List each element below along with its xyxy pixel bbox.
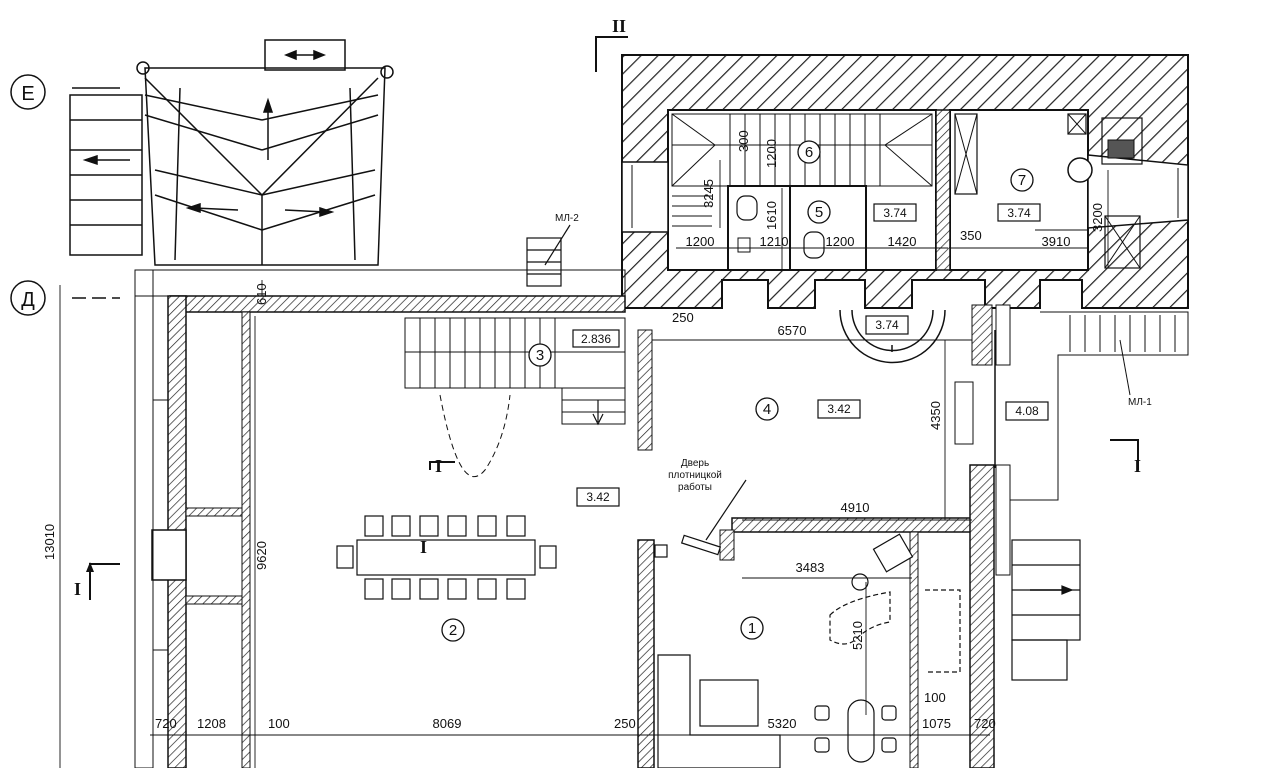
room-4-number: 4 [763, 401, 771, 418]
door-label-line-1: Дверь [681, 458, 709, 469]
dimension-lines [59, 118, 1109, 768]
stair-arrows [82, 49, 335, 218]
dim-4350: 4350 [928, 401, 943, 430]
height-room-7: 3.74 [1007, 206, 1031, 220]
dim-1208: 1208 [197, 716, 226, 731]
height-boxes [572, 203, 1049, 507]
axis-d-marker [10, 280, 46, 316]
entrance-stair [69, 39, 394, 266]
dim-8069: 8069 [433, 716, 462, 731]
dim-3910: 3910 [1042, 234, 1071, 249]
dim-4910: 4910 [841, 500, 870, 515]
axis-e-marker [10, 74, 46, 110]
axis-e-label: Е [21, 83, 34, 105]
room-3-number: 3 [536, 347, 544, 364]
dim-250-top: 250 [672, 310, 694, 325]
room-circles [441, 140, 1034, 642]
room-7-number: 7 [1018, 172, 1026, 189]
room-5-number: 5 [815, 204, 823, 221]
dim-1200-vertical: 1200 [764, 139, 779, 168]
section-i-left-label: I [74, 579, 81, 599]
dining-table [336, 515, 557, 600]
dim-5320: 5320 [768, 716, 797, 731]
dim-1420: 1420 [888, 234, 917, 249]
dim-300: 300 [736, 130, 751, 152]
section-i-table-label: I [420, 537, 427, 557]
main-building-walls [151, 295, 1011, 768]
upper-masonry-block [621, 54, 1189, 309]
outer-terrace-border [134, 269, 626, 768]
axis-d-label: Д [21, 289, 35, 311]
section-ii-label: II [612, 16, 626, 36]
ladder-ml2 [526, 224, 571, 287]
room-7-furniture [954, 113, 1143, 269]
height-room-4: 3.42 [827, 402, 851, 416]
section-i-mid-label: I [435, 456, 442, 476]
wc-room-5 [727, 185, 867, 271]
dim-9620: 9620 [254, 541, 269, 570]
dim-720-left: 720 [155, 716, 177, 731]
door-label-line-3: работы [678, 481, 712, 493]
height-room-3: 2.836 [581, 332, 611, 346]
height-hall: 3.74 [875, 318, 899, 332]
dim-720-right: 720 [974, 716, 996, 731]
hall-arc [839, 309, 946, 364]
label-ml1: МЛ-1 [1128, 397, 1152, 408]
dim-1200-a: 1200 [686, 234, 715, 249]
dim-1610: 1610 [764, 201, 779, 230]
dim-6570: 6570 [778, 323, 807, 338]
dim-3245: 3245 [701, 179, 716, 208]
axis-markers [10, 74, 120, 316]
label-ml2: МЛ-2 [555, 213, 579, 224]
door-label-line-2: плотницкой [668, 470, 722, 481]
room-1-number: 1 [748, 620, 756, 637]
right-entrance-stair [1011, 539, 1081, 681]
height-room-5: 3.74 [883, 206, 907, 220]
dim-100-left: 100 [268, 716, 290, 731]
dim-1075: 1075 [922, 716, 951, 731]
porch-ml1 [954, 311, 1189, 501]
dim-610: 610 [254, 283, 269, 305]
room-2-number: 2 [449, 622, 457, 639]
dim-100-right: 100 [924, 690, 946, 705]
dim-250-bottom: 250 [614, 716, 636, 731]
dim-5210: 5210 [850, 621, 865, 650]
dim-1200-b: 1200 [826, 234, 855, 249]
dim-3200: 3200 [1090, 203, 1105, 232]
dim-350: 350 [960, 228, 982, 243]
height-side: 4.08 [1015, 404, 1039, 418]
room-1-furniture [657, 533, 961, 768]
carpentry-door [654, 479, 747, 558]
section-i-right-label: I [1134, 456, 1141, 476]
room-6-number: 6 [805, 144, 813, 161]
dim-13010: 13010 [42, 524, 57, 560]
height-room-2: 3.42 [586, 490, 610, 504]
dim-3483: 3483 [796, 560, 825, 575]
stair-room-3 [404, 317, 626, 478]
dim-1210: 1210 [760, 234, 789, 249]
